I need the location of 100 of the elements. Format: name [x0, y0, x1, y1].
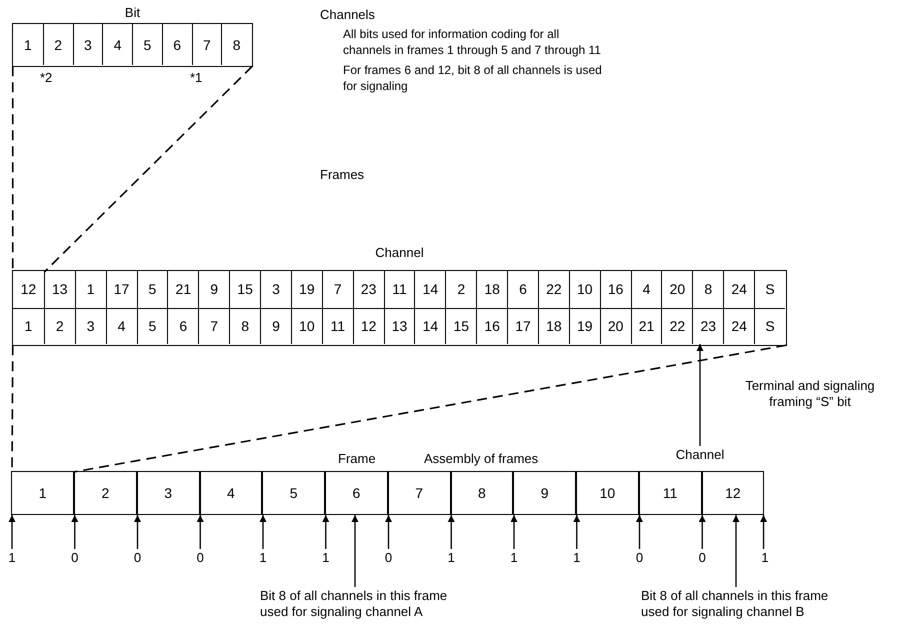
note-text: All bits used for information coding for all channels in frames 1 through 5 and 7 through 11 [343, 26, 602, 58]
channel-cell: 11 [384, 271, 414, 308]
channel-cell: 23 [352, 271, 384, 308]
channel-cell: 3 [260, 271, 291, 308]
frame-cell: 8 [450, 471, 514, 515]
channel-cell: 22 [661, 308, 692, 344]
field-heading: Bit [124, 5, 142, 20]
frame-cell: 7 [388, 471, 450, 515]
channel-cell: 5 [136, 271, 168, 308]
channel-cell: 7 [322, 271, 353, 308]
callout-text: Bit 8 of all channels in this frame used for signaling channel B [641, 588, 831, 636]
channel-cell: 8 [229, 308, 260, 344]
arrow [573, 515, 580, 549]
bit-cell: 5 [132, 24, 162, 65]
arrow [760, 515, 768, 549]
channel-cell: 19 [290, 271, 322, 308]
channel-cell: 5 [136, 308, 168, 344]
footnote-mark: *2 [40, 70, 54, 86]
channel-cell: 4 [106, 308, 136, 344]
framing-bit-value: 1 [506, 550, 522, 566]
channel-cell: 8 [692, 271, 724, 308]
arrow [510, 515, 518, 549]
arrow [636, 515, 643, 549]
channel-cell: 6 [507, 271, 538, 308]
channel-cell: 3 [74, 308, 106, 344]
framing-bit-value: 1 [255, 550, 271, 566]
bit-cell: 7 [192, 24, 222, 65]
framing-bit-value: 0 [694, 550, 710, 566]
channel-cell: S [754, 308, 785, 344]
channel-cell: 11 [322, 308, 353, 344]
frame-cell: 2 [74, 471, 137, 515]
channel-cell: 12 [13, 271, 44, 308]
projection-line [44, 66, 253, 272]
bit-cell: 3 [72, 24, 102, 65]
channel-cell: 10 [568, 271, 600, 308]
arrow [134, 515, 141, 549]
callout-text: Bit 8 of all channels in this frame used for signaling channel A [260, 588, 450, 636]
channel-cell: 15 [229, 271, 260, 308]
frame-cell: 11 [638, 471, 702, 515]
frame-cell: 9 [513, 471, 576, 515]
section-heading: Channels [320, 7, 376, 23]
bit-cell: 8 [221, 24, 251, 65]
bit-cell: 6 [162, 24, 192, 65]
framing-bit-value: 0 [130, 550, 146, 566]
frame-cell: 10 [576, 471, 639, 515]
channel-cell: 4 [630, 271, 662, 308]
callout-text: Terminal and signaling framing “S” bit [744, 378, 876, 410]
channel-cell: 22 [538, 271, 569, 308]
channel-cell: 24 [723, 308, 754, 344]
frame-cell: 6 [325, 471, 388, 515]
arrow [448, 515, 455, 549]
channel-cell: 20 [600, 308, 631, 344]
note-text: For frames 6 and 12, bit 8 of all channels is used for signaling [343, 62, 603, 94]
channel-cell: 24 [723, 271, 754, 308]
arrow [385, 515, 392, 549]
framing-bit-value: 0 [380, 550, 396, 566]
framing-bit-value: 1 [318, 550, 334, 566]
frame-cell: 5 [262, 471, 325, 515]
channel-cell: 20 [661, 271, 692, 308]
framing-bit-value: 1 [4, 550, 20, 566]
channel-cell: 18 [476, 271, 508, 308]
channel-cell: 2 [445, 271, 476, 308]
arrow [696, 344, 704, 446]
framing-bit-value: 1 [443, 550, 460, 566]
framing-bit-value: 1 [568, 550, 585, 566]
bit-cell: 4 [102, 24, 132, 65]
projection-line [74, 344, 786, 473]
arrow [352, 515, 358, 587]
row-caption: Frame [338, 451, 377, 467]
field-heading: Channel [374, 245, 425, 260]
channel-cell: 14 [414, 271, 446, 308]
frame-cell: 3 [136, 471, 200, 515]
channel-cell: 12 [352, 308, 384, 344]
bit-cell: 2 [42, 24, 72, 65]
section-heading: Frames [320, 167, 366, 183]
arrow [8, 515, 16, 549]
channel-cell: 9 [260, 308, 291, 344]
frame-cell: 1 [11, 471, 74, 515]
projection-line [12, 66, 14, 271]
channel-cell: S [754, 271, 785, 308]
channel-cell: 21 [630, 308, 662, 344]
channel-cell: 1 [13, 308, 44, 344]
channel-cell: 6 [167, 308, 198, 344]
framing-bit-value: 0 [632, 550, 648, 566]
channel-label: Channel [660, 447, 740, 463]
channel-cell: 21 [167, 271, 198, 308]
framing-bit-value: 0 [66, 550, 83, 566]
row-caption: Assembly of frames [424, 451, 540, 467]
channel-cell: 2 [44, 308, 75, 344]
channel-cell: 16 [600, 271, 631, 308]
arrow [322, 515, 330, 549]
channel-cell: 19 [568, 308, 600, 344]
arrow [260, 515, 266, 549]
arrow [196, 515, 204, 549]
channel-cell: 9 [198, 271, 230, 308]
channel-cell: 1 [74, 271, 106, 308]
arrow [698, 515, 706, 549]
channel-cell: 15 [445, 308, 476, 344]
footnote-mark: *1 [190, 70, 204, 86]
framing-bit-value: 1 [757, 550, 773, 566]
